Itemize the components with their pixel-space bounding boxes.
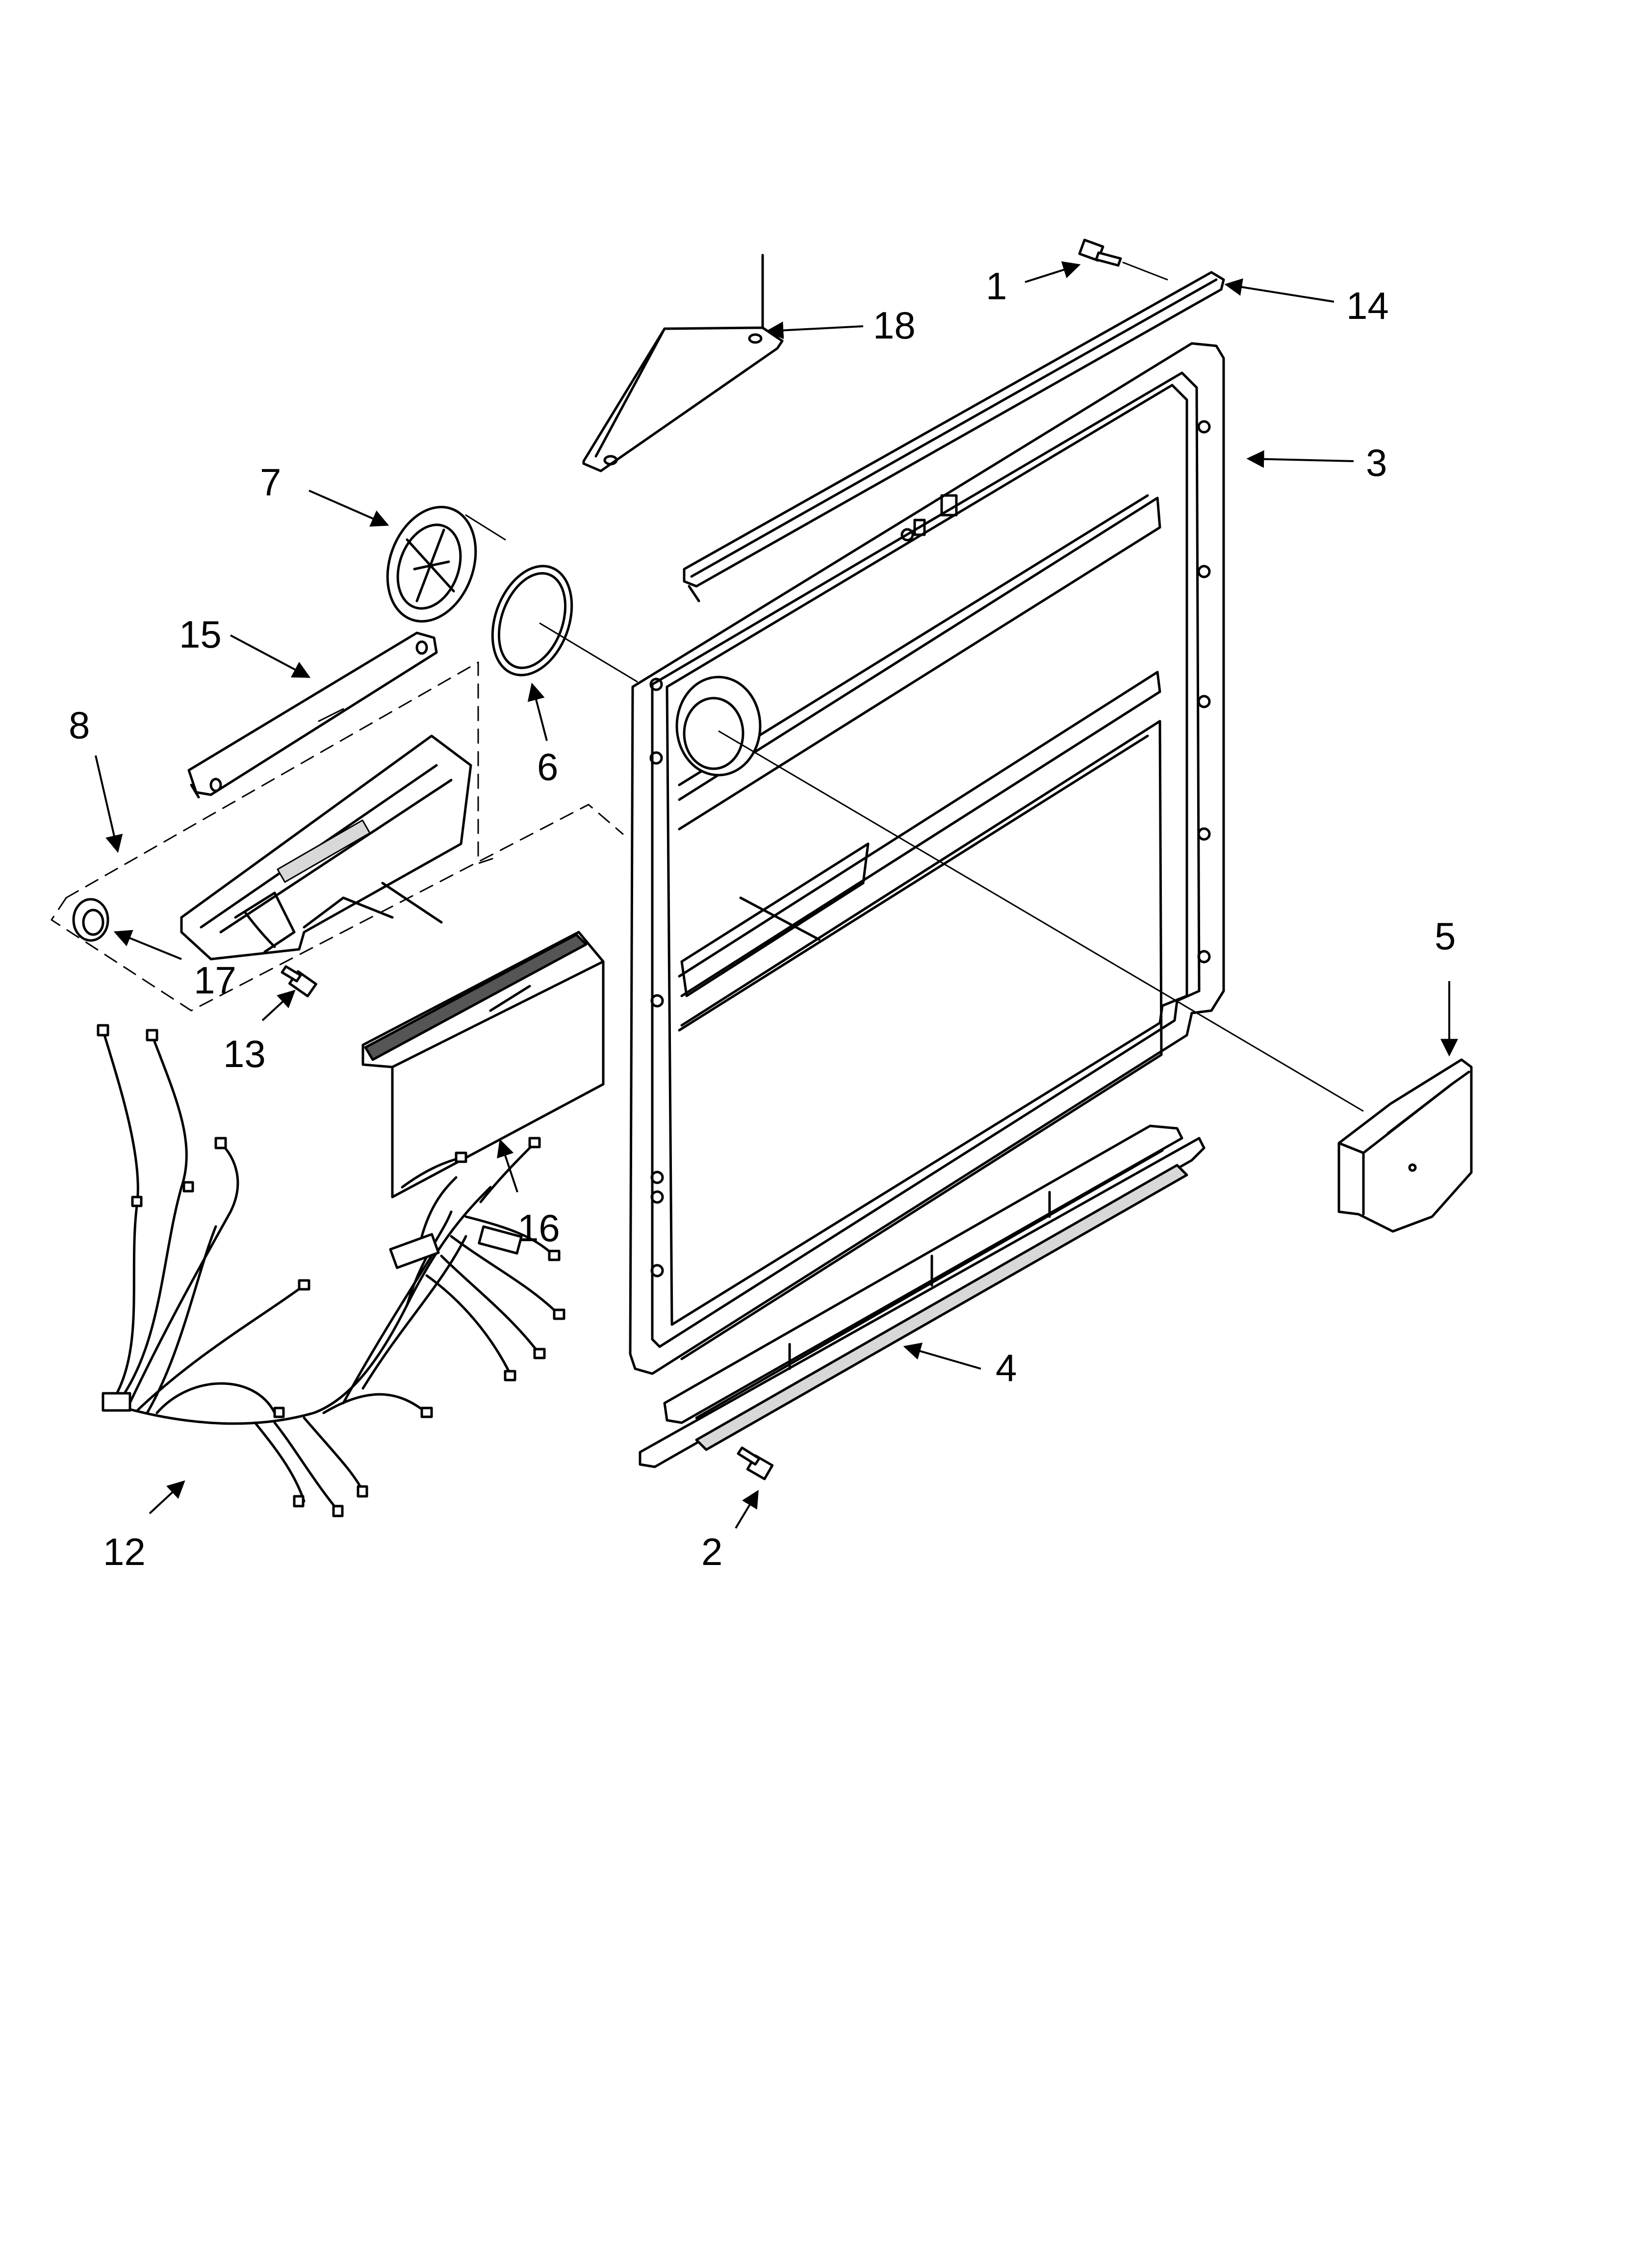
- part-18-bracket: [582, 254, 784, 472]
- leader-18: [766, 321, 864, 339]
- leader-17: [113, 930, 182, 960]
- callout-4: 4: [996, 1346, 1017, 1389]
- callout-14: 14: [1346, 284, 1389, 327]
- part-12-wiring-harness: [97, 1024, 565, 1517]
- callout-16: 16: [517, 1206, 560, 1250]
- callout-3: 3: [1366, 441, 1387, 484]
- leader-13: [261, 990, 296, 1021]
- alignment-line: [539, 622, 638, 683]
- leader-12: [149, 1480, 185, 1514]
- leader-6: [527, 682, 548, 741]
- leader-1: [1025, 261, 1081, 283]
- part-17-knob: [72, 898, 109, 942]
- callout-15: 15: [179, 613, 222, 656]
- part-13-screw: [281, 965, 317, 997]
- callout-labels: 1 2 3 4 5 6 7 8 12 13 14 15 16 17 18: [69, 264, 1456, 1573]
- leader-4: [903, 1342, 981, 1370]
- leader-15: [230, 634, 311, 678]
- part-5-side-cap: [1337, 1058, 1473, 1233]
- callout-1: 1: [986, 264, 1007, 308]
- callout-12: 12: [103, 1530, 146, 1573]
- part-2-screw: [737, 1446, 774, 1481]
- leader-16: [497, 1139, 518, 1193]
- callout-18: 18: [873, 304, 916, 347]
- alignment-line-to-part-5: [718, 730, 1364, 1112]
- callout-17: 17: [194, 959, 236, 1002]
- callout-13: 13: [223, 1032, 266, 1075]
- part-1-screw: [1078, 238, 1168, 281]
- part-16-bristle-strip: [361, 931, 605, 1199]
- leader-arrows: [95, 261, 1458, 1529]
- callout-5: 5: [1435, 914, 1456, 958]
- part-6-gasket: [491, 565, 573, 677]
- leader-2: [735, 1489, 759, 1529]
- leader-7: [308, 490, 389, 527]
- part-7-vent-cap: [386, 506, 506, 623]
- part-14-top-trim: [683, 271, 1225, 602]
- leader-8: [95, 755, 123, 853]
- leader-3: [1246, 450, 1354, 468]
- part-8-latch-assembly: [51, 661, 624, 1012]
- part-15-latch-cover: [187, 631, 438, 799]
- leader-14: [1224, 278, 1334, 303]
- callout-6: 6: [537, 745, 558, 788]
- callout-7: 7: [260, 461, 281, 504]
- part-4-bottom-trim: [639, 1124, 1206, 1468]
- callout-8: 8: [69, 704, 90, 747]
- callout-2: 2: [701, 1530, 722, 1573]
- part-3-door-panel: [629, 342, 1225, 1375]
